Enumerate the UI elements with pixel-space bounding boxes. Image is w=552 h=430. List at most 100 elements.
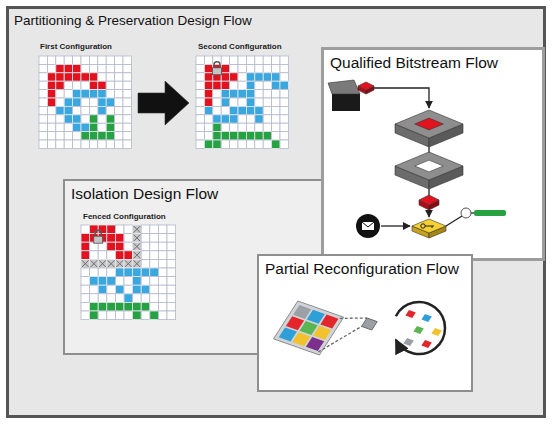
- tile-board: [274, 301, 344, 355]
- grid-cell: [89, 56, 97, 64]
- grid-cell: [115, 81, 123, 89]
- slab-opening: [415, 118, 444, 130]
- grid-cell: [106, 81, 114, 89]
- flow-wire: [374, 88, 429, 108]
- grid-cell: [255, 98, 263, 106]
- grid-cell: [141, 285, 150, 294]
- flow-wire: [381, 225, 410, 226]
- grid-cell: [81, 140, 89, 148]
- grid-cell: [280, 98, 288, 106]
- grid-cell: [196, 123, 204, 131]
- fence-mark: [134, 243, 141, 250]
- grid-cell: [230, 56, 238, 64]
- grid-cell: [167, 234, 176, 243]
- grid-cell: [255, 90, 263, 98]
- grid-cell: [255, 73, 263, 81]
- grid-cell: [106, 115, 114, 123]
- grid-cell: [246, 56, 254, 64]
- grid-cell: [47, 73, 55, 81]
- fence-mark: [116, 260, 123, 267]
- grid-cell: [89, 81, 97, 89]
- grid-cell: [64, 98, 72, 106]
- mini-tile-face: [421, 340, 431, 348]
- grid-cell: [204, 106, 212, 114]
- grid-cell: [123, 73, 131, 81]
- grid-cell: [64, 56, 72, 64]
- lock-shackle: [95, 230, 101, 236]
- grid-cell: [89, 115, 97, 123]
- grid-cell: [133, 251, 142, 260]
- key-block-side: [429, 226, 446, 238]
- grid-cell: [81, 115, 89, 123]
- grid-cell: [98, 64, 106, 72]
- flow-wire: [428, 189, 429, 196]
- grid-cell: [123, 132, 131, 140]
- grid-cell: [272, 140, 280, 148]
- grid-cell: [167, 285, 176, 294]
- grid-cell: [255, 123, 263, 131]
- grid-cell: [150, 277, 159, 286]
- panel-heading: Isolation Design Flow: [71, 185, 218, 204]
- grid-cell: [213, 90, 221, 98]
- grid-cell: [230, 123, 238, 131]
- grid-cell: [213, 115, 221, 123]
- grid-cell: [81, 234, 90, 243]
- grid-cell: [81, 90, 89, 98]
- grid-cell: [204, 98, 212, 106]
- grid-cell: [213, 98, 221, 106]
- grid-cell: [150, 242, 159, 251]
- grid-cell: [141, 277, 150, 286]
- frame-slab-top: [395, 152, 463, 180]
- grid-cell: [89, 123, 97, 131]
- grid-cell: [90, 302, 99, 311]
- grid-cell: [221, 81, 229, 89]
- lock-icon: [94, 230, 103, 243]
- grid-cell: [98, 259, 107, 268]
- grid-cell: [141, 268, 150, 277]
- grid-cell: [90, 268, 99, 277]
- grid-cell: [158, 259, 167, 268]
- mini-tile-face: [413, 326, 423, 334]
- grid-cell: [263, 115, 271, 123]
- grid-cell: [98, 285, 107, 294]
- grid-cell: [196, 140, 204, 148]
- grid-cell: [230, 140, 238, 148]
- grid-cell: [124, 259, 133, 268]
- grid-cell: [73, 90, 81, 98]
- grid-cell: [107, 277, 116, 286]
- grid-cell: [115, 64, 123, 72]
- grid-cell: [64, 73, 72, 81]
- grid-cell: [124, 268, 133, 277]
- grid-cell: [263, 106, 271, 114]
- grid-cell: [89, 140, 97, 148]
- grid-cell: [133, 277, 142, 286]
- grid-cell: [280, 90, 288, 98]
- grid-cell: [150, 285, 159, 294]
- grid-cell: [221, 98, 229, 106]
- grid-cell: [133, 302, 142, 311]
- grid-cell: [89, 90, 97, 98]
- mini-tile: [421, 340, 431, 348]
- grid-cell: [73, 73, 81, 81]
- grid-cell: [280, 115, 288, 123]
- grid-caption-text: First Configuration: [40, 42, 112, 52]
- mini-tile: [431, 328, 441, 336]
- grid-cell: [56, 56, 64, 64]
- grid-cell: [81, 98, 89, 106]
- grid-cell: [280, 64, 288, 72]
- grid-cell: [272, 115, 280, 123]
- grid-cell: [196, 64, 204, 72]
- lock-body: [94, 236, 103, 243]
- grid-cell: [73, 123, 81, 131]
- grid-cell: [115, 285, 124, 294]
- flow-wire: [446, 216, 462, 226]
- grid-cell: [123, 98, 131, 106]
- transition-arrow: [138, 81, 189, 125]
- grid-cell: [81, 56, 89, 64]
- mini-tile: [413, 326, 423, 334]
- grid-cell: [81, 132, 89, 140]
- grid-cell: [246, 140, 254, 148]
- grid-cell: [64, 64, 72, 72]
- grid-cell: [90, 294, 99, 303]
